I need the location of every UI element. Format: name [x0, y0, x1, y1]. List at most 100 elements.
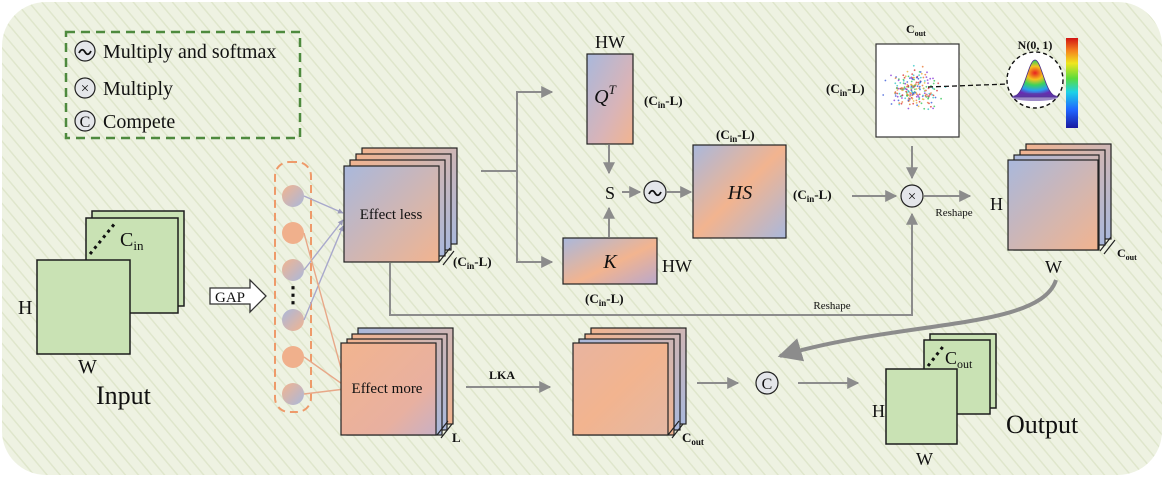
scatter-dot	[929, 93, 931, 96]
scatter-dot	[932, 77, 934, 80]
multiply-node-glyph: ×	[908, 189, 916, 205]
scatter-dot	[903, 76, 906, 79]
lka-output-dim: Cout	[682, 430, 704, 447]
input-front-layer	[36, 259, 131, 355]
scatter-dot	[896, 95, 899, 98]
scatter-block: Cout (Cin-L) N(0, 1)	[826, 22, 1078, 180]
scatter-dot	[917, 77, 920, 80]
scatter-dot	[918, 100, 921, 103]
output-channel-label: Cout	[945, 348, 973, 371]
scatter-dot	[911, 78, 914, 81]
scatter-dot	[910, 85, 913, 88]
wave-icon	[78, 48, 92, 56]
scatter-dot	[933, 88, 936, 90]
scatter-dot	[919, 80, 922, 83]
reshape-label-top: Reshape	[935, 207, 972, 219]
scatter-dot	[896, 89, 899, 91]
similarity-label: S	[605, 183, 615, 203]
scatter-dot	[923, 82, 926, 84]
scatter-dot	[901, 101, 904, 103]
multiply-icon	[74, 77, 96, 99]
scatter-dot	[927, 87, 930, 90]
scatter-dot	[927, 82, 929, 84]
scatter-dot	[923, 107, 926, 110]
scatter-dot	[928, 95, 931, 97]
scatter-dot	[907, 107, 910, 110]
scatter-dot	[907, 94, 910, 97]
effect-less-stack: Effect less (Cin-L)	[343, 147, 492, 271]
scatter-dot	[915, 88, 918, 90]
scatter-dot	[904, 75, 907, 78]
scatter-dot	[915, 93, 918, 95]
scatter-dot	[898, 103, 901, 106]
output-height-label: H	[872, 401, 885, 421]
pooled-node-6	[282, 383, 304, 405]
scatter-dot	[922, 94, 924, 97]
scatter-dot	[916, 76, 918, 79]
scatter-dot	[894, 77, 897, 79]
scatter-dot	[911, 73, 914, 75]
curved-arrow	[777, 279, 1058, 362]
scatter-dot	[893, 99, 896, 102]
scatter-dot	[919, 76, 922, 79]
scatter-dot	[916, 104, 918, 107]
hs-label: HS	[727, 182, 752, 204]
effect-more-dim: L	[452, 430, 461, 445]
legend: Multiply and softmax × Multiply C Compet…	[64, 30, 302, 140]
scatter-dot	[890, 103, 893, 105]
multiply-glyph: ×	[81, 81, 89, 97]
compete-node-glyph: C	[762, 376, 773, 393]
scatter-dot	[902, 74, 905, 77]
scatter-dot	[932, 107, 934, 110]
scatter-dot	[882, 94, 885, 96]
scatter-dot	[913, 69, 916, 72]
scatter-dot	[893, 92, 896, 94]
scatter-dot	[917, 96, 920, 98]
key-bottom-label: (Cin-L)	[585, 291, 624, 308]
scatter-dot	[914, 88, 916, 91]
scatter-dot	[926, 101, 929, 104]
scatter-dot	[915, 102, 918, 104]
gap-arrow: GAP	[209, 278, 267, 314]
legend-label-softmax: Multiply and softmax	[103, 41, 276, 63]
effect-less-front	[343, 165, 440, 263]
scatter-dot	[904, 97, 907, 100]
pooled-dots: ⋮	[282, 282, 304, 307]
scatter-dot	[916, 85, 919, 88]
scatter-dot	[907, 75, 910, 78]
scatter-dot	[906, 85, 908, 88]
scatter-dot	[909, 95, 911, 98]
scatter-dot	[918, 93, 921, 96]
scatter-dot	[898, 102, 901, 104]
compete-glyph: C	[80, 114, 91, 131]
scatter-dot	[927, 97, 929, 100]
scatter-dot	[934, 96, 937, 99]
scatter-dot	[896, 92, 899, 95]
scatter-dot	[910, 89, 913, 91]
scatter-dot	[933, 105, 936, 108]
scatter-dot	[930, 105, 932, 108]
scatter-dot	[907, 89, 909, 92]
scatter-dot	[920, 102, 923, 105]
similarity-block: S	[605, 180, 693, 204]
scatter-dot	[898, 92, 901, 95]
pooled-vector: ⋮	[274, 161, 312, 413]
scatter-dot	[904, 87, 907, 90]
scatter-dot	[909, 94, 912, 96]
reshape-label-bottom: Reshape	[813, 300, 850, 312]
scatter-dot	[925, 76, 928, 78]
scatter-dot	[931, 87, 934, 90]
scatter-dot	[906, 83, 909, 86]
scatter-dot	[917, 105, 920, 108]
scatter-dot	[908, 98, 911, 101]
pooled-vector-border	[274, 161, 312, 413]
scatter-dot	[930, 92, 932, 94]
scatter-dot	[937, 82, 940, 85]
input-caption: Input	[96, 381, 152, 410]
scatter-dot	[927, 108, 930, 111]
output-front-layer	[885, 368, 958, 445]
scatter-dot	[925, 96, 928, 98]
effect-more-label: Effect more	[352, 381, 423, 397]
query-matrix	[586, 53, 634, 145]
scatter-dot	[929, 77, 932, 80]
